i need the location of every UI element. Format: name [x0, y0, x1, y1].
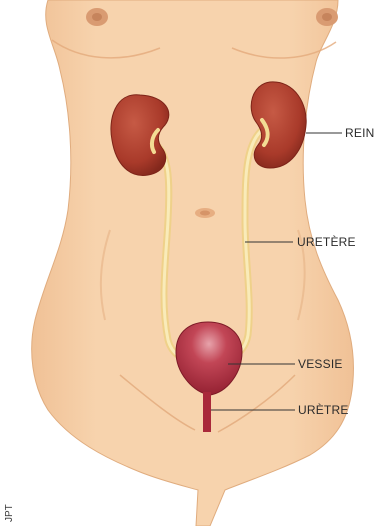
ureter-label: URETÈRE — [297, 234, 356, 249]
urethra-label: URÈTRE — [298, 402, 349, 417]
image-credit: JPT — [4, 504, 15, 522]
urethra — [203, 392, 211, 432]
navel-inner — [200, 211, 210, 216]
kidney-label: REIN — [345, 126, 374, 140]
bladder-label: VESSIE — [298, 357, 343, 371]
nipple-left-center — [92, 13, 102, 21]
nipple-right-center — [322, 13, 332, 21]
